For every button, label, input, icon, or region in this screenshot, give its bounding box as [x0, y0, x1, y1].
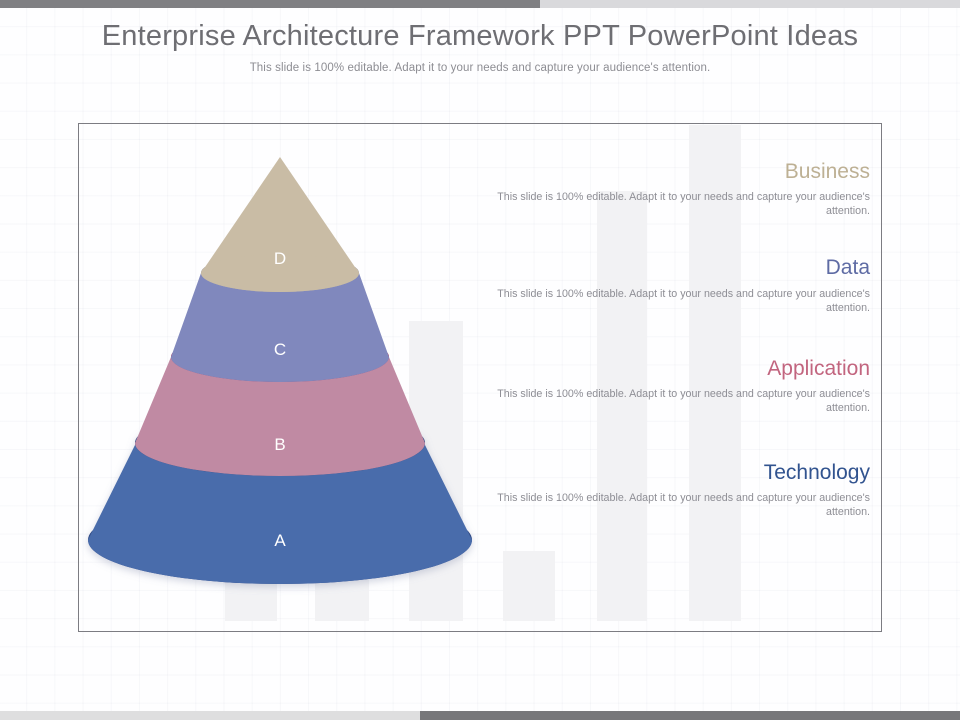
top-decor-bar-dark-segment [0, 0, 540, 8]
cone-level-d-label: D [274, 249, 286, 268]
top-decor-bar [0, 0, 960, 8]
legend-item-business-description: This slide is 100% editable. Adapt it to… [497, 191, 870, 218]
top-decor-bar-light-segment [540, 0, 960, 8]
content-frame [78, 123, 882, 632]
legend-item-data-title: Data [825, 256, 870, 280]
page-subtitle: This slide is 100% editable. Adapt it to… [249, 62, 711, 74]
legend-item-application[interactable]: Application This slide is 100% editable.… [470, 357, 870, 415]
legend-item-application-title: Application [767, 356, 870, 380]
cone-level-a-label: A [274, 531, 286, 550]
bottom-decor-bar-light-segment [0, 711, 420, 720]
page-title: Enterprise Architecture Framework PPT Po… [101, 20, 859, 52]
legend-text-column: Business This slide is 100% editable. Ad… [470, 160, 870, 542]
legend-item-technology-title: Technology [763, 461, 870, 485]
cone-level-c-label: C [274, 340, 286, 359]
legend-item-technology-description: This slide is 100% editable. Adapt it to… [497, 492, 870, 519]
legend-item-data[interactable]: Data This slide is 100% editable. Adapt … [470, 256, 870, 314]
legend-item-business-title: Business [784, 160, 870, 183]
bottom-decor-bar [0, 711, 960, 720]
cone-pyramid-diagram: A B C [78, 140, 498, 610]
legend-item-technology[interactable]: Technology This slide is 100% editable. … [470, 461, 870, 519]
bottom-decor-bar-dark-segment [420, 711, 960, 720]
legend-item-application-description: This slide is 100% editable. Adapt it to… [497, 387, 870, 415]
legend-item-business[interactable]: Business This slide is 100% editable. Ad… [470, 160, 870, 218]
cone-level-d[interactable] [201, 157, 359, 292]
cone-level-b-label: B [274, 435, 285, 454]
legend-item-data-description: This slide is 100% editable. Adapt it to… [497, 287, 870, 314]
